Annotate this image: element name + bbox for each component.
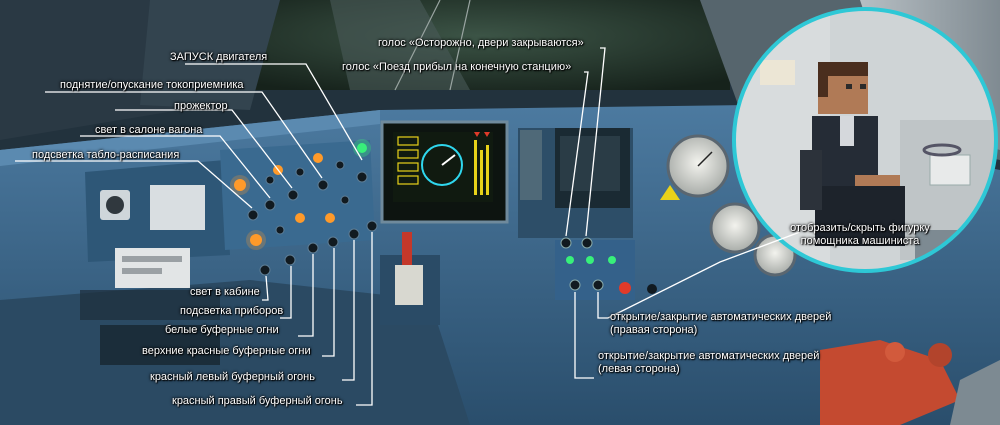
timetable-backlight-switch[interactable] [247, 209, 259, 221]
label-timetable-backlight: подсветка табло-расписания [32, 149, 180, 161]
label-instrument-backlight: подсветка приборов [180, 305, 284, 317]
windshield-view [230, 0, 730, 90]
orange-lamp-icon [313, 153, 323, 163]
white-buffer-lights-switch[interactable] [307, 242, 319, 254]
doors-left-button[interactable] [569, 279, 581, 291]
green-lamp-icon [357, 143, 367, 153]
orange-lamp-icon [295, 213, 305, 223]
callout-lines [15, 47, 801, 406]
pantograph-switch[interactable] [317, 179, 329, 191]
green-lamp-icon [608, 256, 616, 264]
label-assistant-toggle: отобразить/скрыть фигурку помощника маши… [790, 222, 930, 247]
red-right-buffer-light-switch[interactable] [366, 220, 378, 232]
red-lamp-icon [619, 282, 631, 294]
label-red-left-buffer-light: красный левый буферный огонь [150, 371, 315, 383]
label-upper-red-buffer-lights: верхние красные буферные огни [142, 345, 311, 357]
label-doors-right: открытие/закрытие автоматических дверей … [610, 311, 832, 336]
green-lamp-icon [586, 256, 594, 264]
orange-lamp-icon [250, 234, 262, 246]
label-red-right-buffer-light: красный правый буферный огонь [172, 395, 343, 407]
saloon-light-switch[interactable] [264, 199, 276, 211]
speedometer-gauge-icon [421, 144, 463, 186]
orange-lamp-icon [325, 213, 335, 223]
pressure-gauge-icon [709, 202, 761, 254]
voice-terminal-station-button[interactable] [560, 237, 572, 249]
assistant-highlight-circle [732, 7, 998, 273]
label-headlight: прожектор [174, 100, 228, 112]
engine-start-switch[interactable] [356, 171, 368, 183]
red-left-buffer-light-switch[interactable] [348, 228, 360, 240]
voice-doors-closing-button[interactable] [581, 237, 593, 249]
orange-lamp-icon [234, 179, 246, 191]
green-lamp-icon [566, 256, 574, 264]
label-voice-doors-closing: голос «Осторожно, двери закрываются» [378, 37, 584, 49]
headlight-switch[interactable] [287, 189, 299, 201]
assistant-figure-icon [800, 62, 905, 246]
doors-right-button[interactable] [592, 279, 604, 291]
label-engine-start: ЗАПУСК двигателя [170, 51, 268, 63]
instrument-backlight-switch[interactable] [284, 254, 296, 266]
throttle-lever[interactable] [402, 232, 412, 272]
upper-red-buffer-lights-switch[interactable] [327, 236, 339, 248]
label-voice-terminal-station: голос «Поезд прибыл на конечную станцию» [342, 61, 572, 73]
brake-handle[interactable] [820, 340, 960, 425]
label-white-buffer-lights: белые буферные огни [165, 324, 279, 336]
label-cab-light: свет в кабине [190, 286, 260, 298]
cab-light-switch[interactable] [259, 264, 271, 276]
label-saloon-light: свет в салоне вагона [95, 124, 203, 136]
label-doors-left: открытие/закрытие автоматических дверей … [598, 350, 820, 375]
label-pantograph: поднятие/опускание токоприемника [60, 79, 244, 91]
